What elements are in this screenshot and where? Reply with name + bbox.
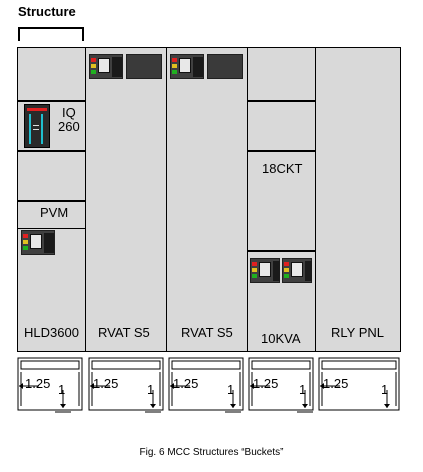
top-view-hld3600: 1.25 1	[15, 356, 85, 416]
bucket-divider	[18, 200, 85, 202]
dim-horizontal: 1.25	[253, 376, 279, 391]
bucket-divider	[248, 250, 315, 252]
starter-unit-icon	[282, 258, 312, 283]
dim-vertical: 1	[58, 382, 66, 397]
starter-unit-icon	[250, 258, 280, 283]
dim-horizontal: 1.25	[323, 376, 349, 391]
structure-title: Structure	[18, 4, 76, 19]
column-rvat-s5-1[interactable]: RVAT S5	[86, 48, 167, 351]
starter-panel-icon	[207, 54, 243, 79]
starter-panel-icon	[126, 54, 162, 79]
column-10kva[interactable]: 18CKT 10KVA	[248, 48, 316, 351]
column-label: HLD3600	[24, 325, 79, 340]
top-view-sketches: 1.25 1 1.25 1 1.25 1	[15, 356, 401, 416]
iq-model-label: 260	[58, 119, 80, 134]
bucket-divider	[248, 100, 315, 102]
top-view-rly-pnl: 1.25 1	[317, 356, 401, 416]
column-label: RVAT S5	[98, 325, 150, 340]
dim-vertical: 1	[381, 382, 389, 397]
column-rvat-s5-2[interactable]: RVAT S5	[167, 48, 248, 351]
top-view-rvat-s5-1: 1.25 1	[87, 356, 165, 416]
pvm-label: PVM	[40, 205, 69, 220]
bucket-divider	[248, 150, 315, 152]
column-rly-pnl[interactable]: RLY PNL	[316, 48, 400, 351]
dim-horizontal: 1.25	[173, 376, 199, 391]
dim-horizontal: 1.25	[93, 376, 119, 391]
dim-vertical: 1	[227, 382, 235, 397]
dim-vertical: 1	[147, 382, 155, 397]
bucket-divider	[18, 100, 85, 102]
column-label: 10KVA	[261, 331, 301, 346]
figure-caption: Fig. 6 MCC Structures “Buckets”	[139, 447, 284, 458]
top-view-10kva: 1.25 1	[247, 356, 315, 416]
starter-unit-icon	[21, 230, 55, 255]
mcc-lineup: IQ 260 PVM HLD3600 RVAT S5	[17, 47, 401, 352]
bucket-divider	[18, 228, 85, 229]
starter-unit-icon	[170, 54, 204, 79]
dim-horizontal: 1.25	[25, 376, 51, 391]
column-label: RVAT S5	[181, 325, 233, 340]
iq-label: IQ	[62, 105, 76, 120]
column-hld3600[interactable]: IQ 260 PVM HLD3600	[18, 48, 86, 351]
ckt-label: 18CKT	[262, 161, 303, 176]
structure-bracket	[18, 27, 84, 41]
column-label: RLY PNL	[331, 325, 384, 340]
top-view-rvat-s5-2: 1.25 1	[167, 356, 245, 416]
starter-unit-icon	[89, 54, 123, 79]
dim-vertical: 1	[299, 382, 307, 397]
bucket-divider	[18, 150, 85, 152]
iq-meter-icon	[24, 104, 50, 148]
